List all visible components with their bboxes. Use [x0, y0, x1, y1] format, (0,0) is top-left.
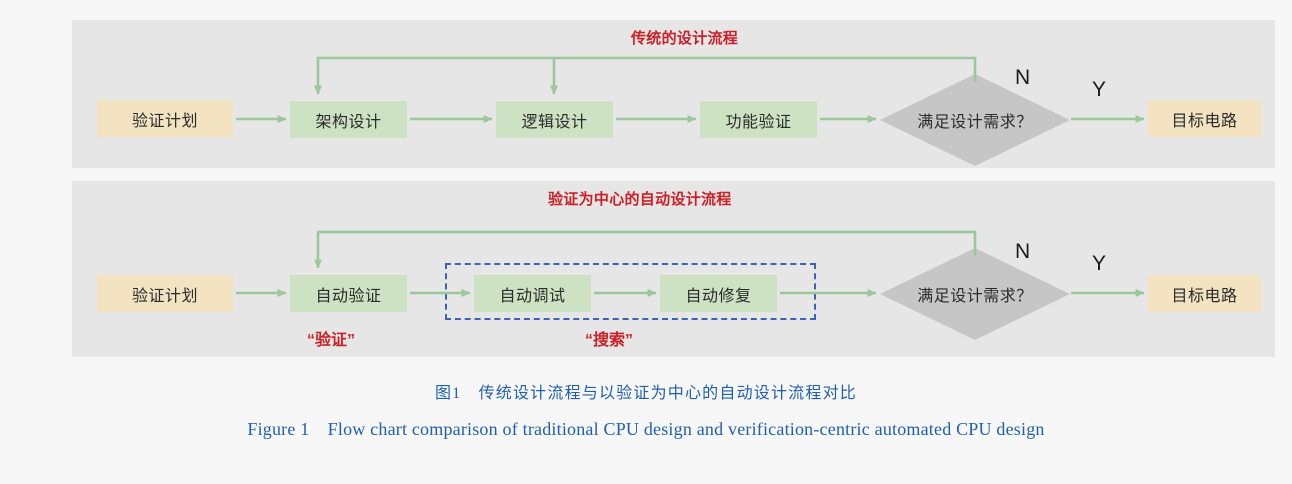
node-automated-auto-debug[interactable]: 自动调试: [474, 275, 591, 312]
panel-automated-flow: [72, 181, 1275, 357]
node-traditional-arch[interactable]: 架构设计: [290, 101, 407, 138]
node-automated-plan[interactable]: 验证计划: [97, 275, 233, 312]
node-automated-target[interactable]: 目标电路: [1148, 275, 1261, 312]
node-traditional-func-verify[interactable]: 功能验证: [700, 101, 817, 138]
figure-caption-chinese: 图1 传统设计流程与以验证为中心的自动设计流程对比: [434, 385, 857, 402]
branch-label-traditional-yes: Y: [1092, 78, 1107, 101]
figure-caption-english: Figure 1 Flow chart comparison of tradit…: [247, 419, 1045, 439]
panel-automated-title: 验证为中心的自动设计流程: [548, 191, 732, 208]
node-automated-auto-repair[interactable]: 自动修复: [660, 275, 777, 312]
branch-label-automated-no: N: [1015, 240, 1031, 263]
panel-traditional-flow: [72, 20, 1275, 168]
branch-label-automated-yes: Y: [1092, 252, 1107, 275]
panel-traditional-title: 传统的设计流程: [631, 30, 739, 47]
group-label-search: “搜索”: [585, 332, 634, 349]
node-traditional-plan[interactable]: 验证计划: [97, 100, 233, 137]
node-automated-auto-verify[interactable]: 自动验证: [290, 275, 407, 312]
group-label-verify: “验证”: [307, 332, 356, 349]
node-traditional-target[interactable]: 目标电路: [1148, 100, 1261, 137]
node-traditional-logic[interactable]: 逻辑设计: [496, 101, 613, 138]
branch-label-traditional-no: N: [1015, 66, 1031, 89]
